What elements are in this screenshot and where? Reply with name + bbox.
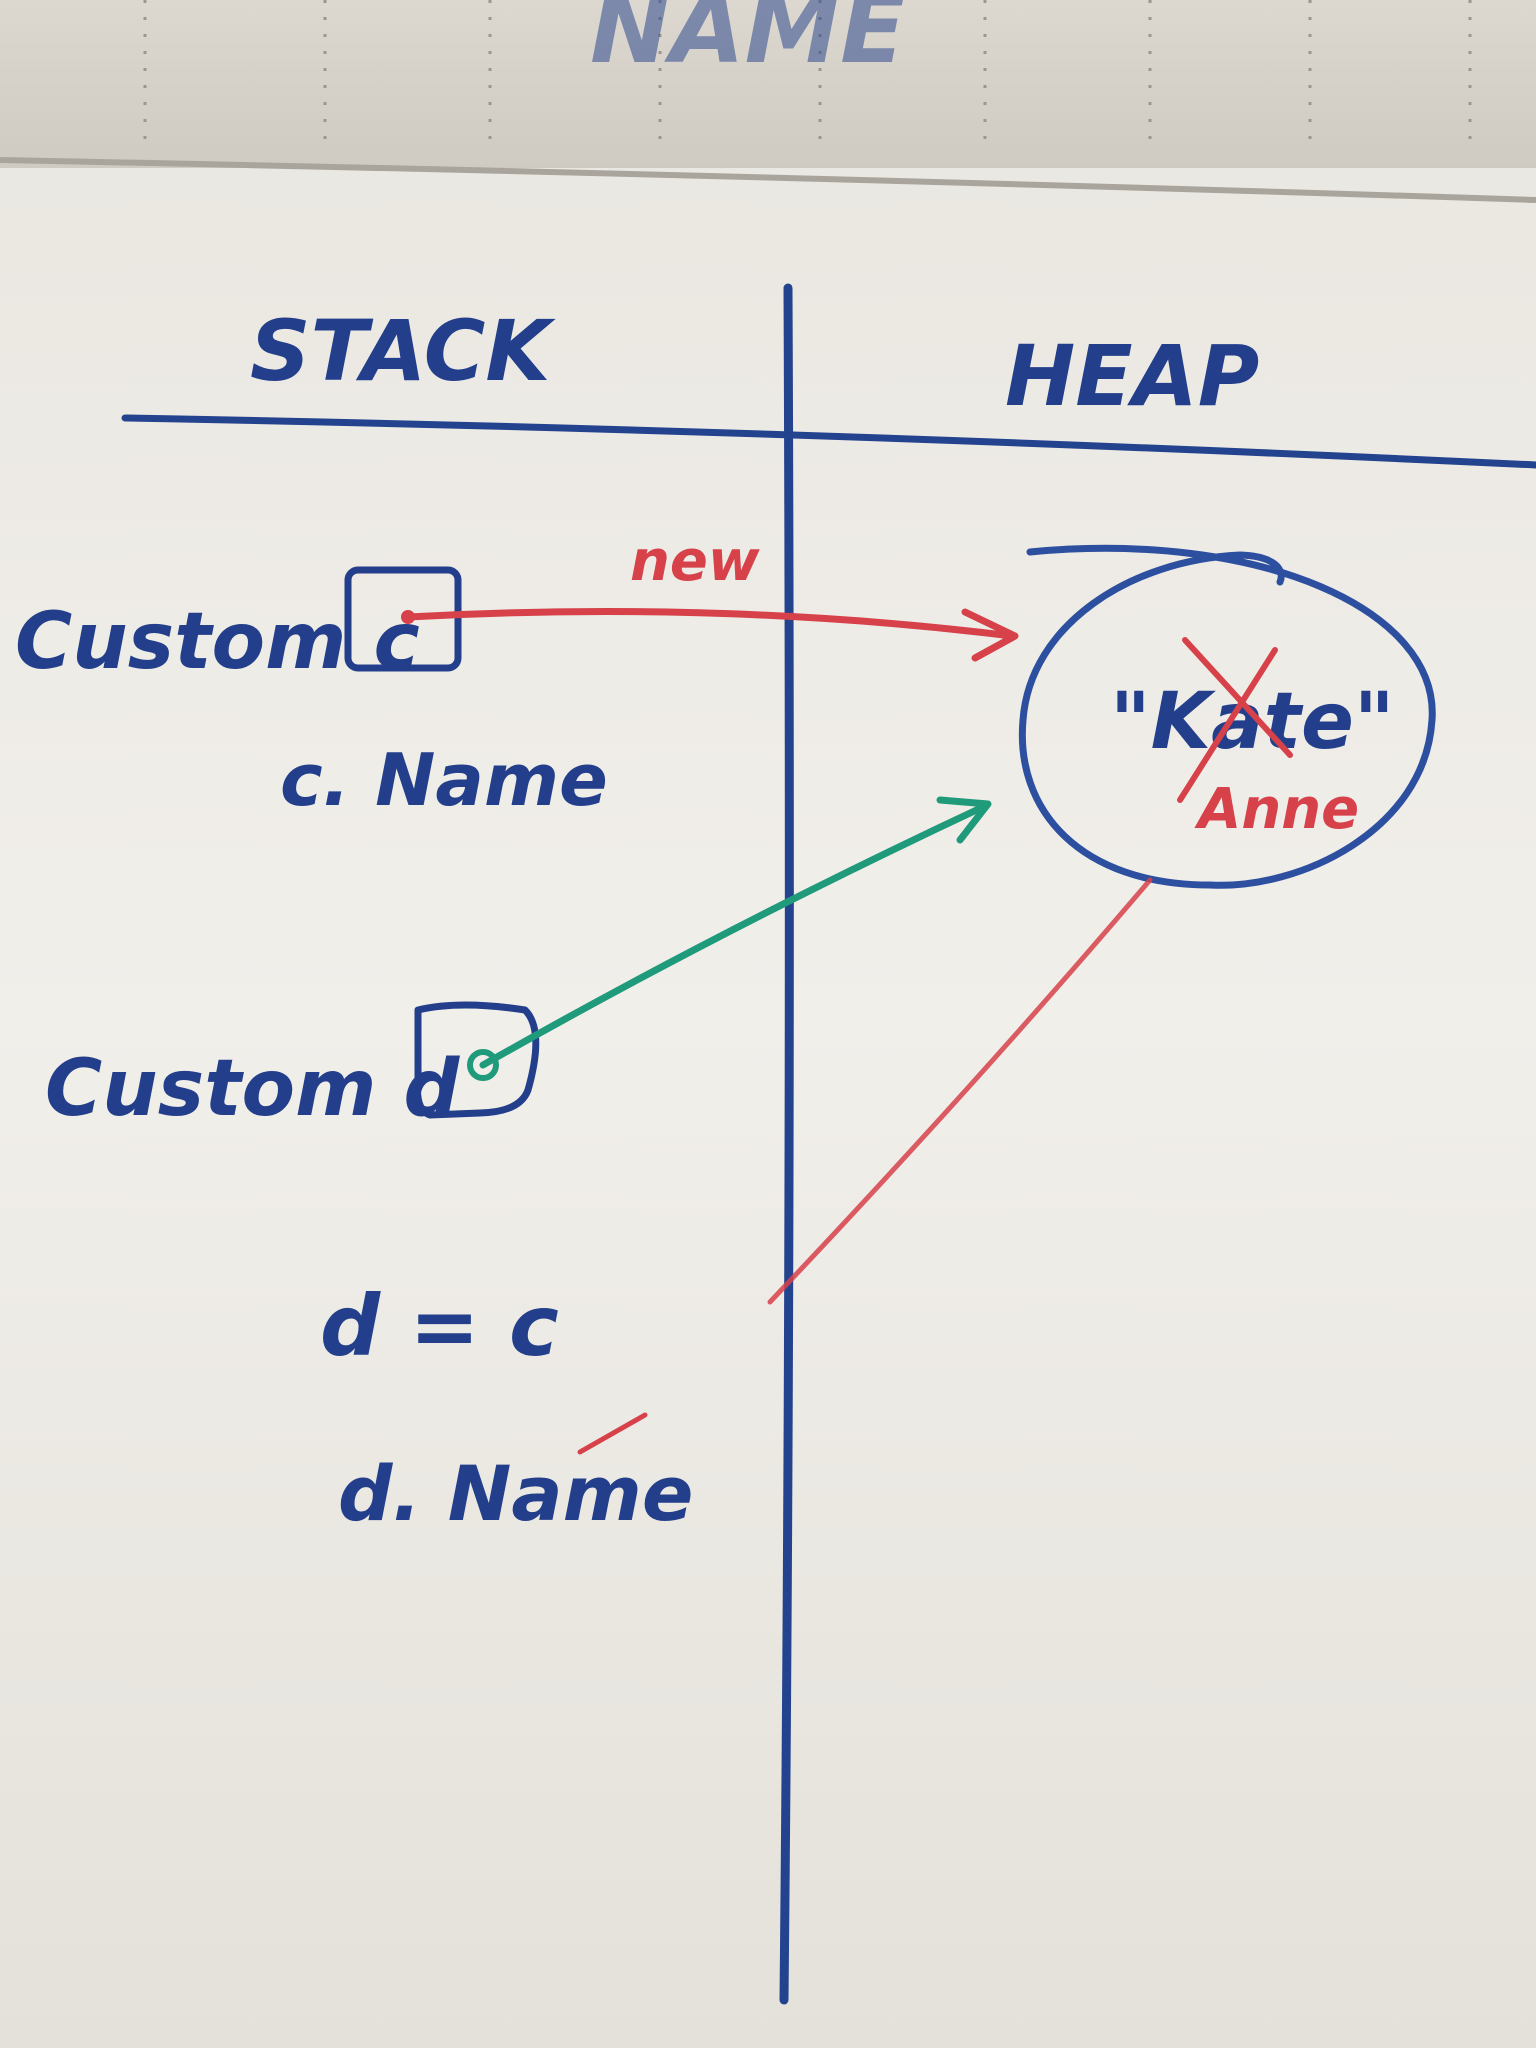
assignment-d-equals-c: d = c [320,1277,559,1375]
var-c-label: Custom c [15,597,420,687]
top-sheet [0,0,1536,168]
stack-header: STACK [250,302,556,400]
d-name-red-dash [577,1412,648,1455]
heap-object-circle [1018,544,1436,889]
new-arrow-label: new [630,529,760,594]
heap-new-value: Anne [1194,777,1359,842]
heap-header: HEAP [1005,327,1259,425]
pointer-dot-d [467,1049,499,1081]
reference-box-c [344,566,462,672]
reference-arrow-d [479,796,992,1069]
assignment-link-line [767,877,1153,1305]
horizontal-divider [121,414,1536,469]
strike-through-cross-icon [1177,637,1293,803]
vertical-divider [779,283,794,2005]
ghost-text: NAME [590,0,906,85]
var-d-label: Custom d [45,1044,461,1134]
perforation-dots [143,0,1472,140]
new-arrow [404,608,1019,662]
reference-box-d [414,1001,540,1119]
sheet-edge [0,157,1536,203]
heap-old-value: "Kate" [1110,677,1395,767]
d-name-label: d. Name [338,1449,693,1538]
c-name-label: c. Name [280,738,608,822]
